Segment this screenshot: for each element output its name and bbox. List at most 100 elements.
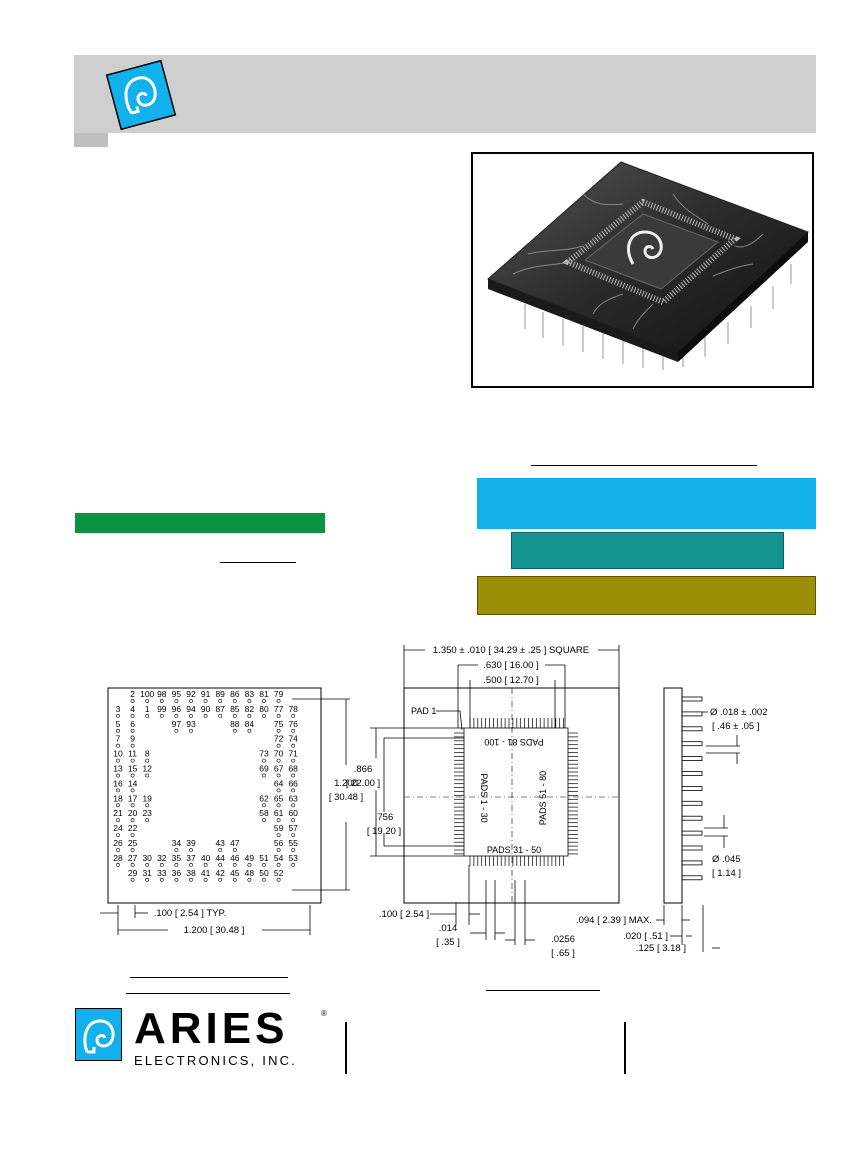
dim-014: .014	[439, 923, 458, 934]
side-pin	[681, 741, 703, 747]
pin-label: 87	[215, 704, 225, 714]
pin-label: 47	[230, 838, 240, 848]
dim-866: .866	[354, 764, 373, 775]
socket-photo-image	[487, 161, 809, 370]
pin-label: 53	[288, 853, 298, 863]
teal-banner	[511, 532, 784, 569]
pin-hole	[145, 773, 150, 778]
pin-hole	[291, 788, 296, 793]
pin-label: 63	[288, 793, 298, 803]
pin-label: 78	[288, 704, 298, 714]
pin-label: 92	[186, 689, 196, 699]
footer-divider-left	[345, 1022, 347, 1074]
pin-hole	[116, 728, 120, 733]
aries-logo-icon	[105, 59, 177, 131]
product-photo	[471, 152, 814, 388]
height-dim: 1.200	[334, 778, 358, 789]
pin-label: 11	[128, 749, 137, 759]
pin-label: 40	[201, 853, 211, 863]
short-underline	[220, 562, 296, 563]
pad1-label: PAD 1	[411, 706, 436, 716]
pin-hole	[116, 788, 120, 793]
pin-hole	[276, 788, 281, 793]
pin-label: 20	[128, 808, 138, 818]
pin-label: 39	[186, 838, 196, 848]
pin-hole	[232, 877, 237, 882]
side-pin	[681, 830, 703, 836]
pin-hole	[276, 773, 281, 778]
side-pin	[681, 786, 703, 791]
pin-hole	[130, 833, 135, 838]
pin-hole	[291, 833, 296, 838]
pin-label: 5	[116, 719, 121, 729]
pin-hole	[174, 848, 179, 852]
pin-label: 76	[288, 719, 298, 729]
pin-label: 77	[274, 704, 284, 714]
pads-31-label: PADS 31 - 50	[487, 845, 541, 855]
pin-hole	[116, 803, 120, 808]
pin-hole	[145, 803, 150, 808]
pin-hole	[276, 743, 281, 748]
pin-label: 27	[128, 853, 138, 863]
pin-label: 25	[128, 838, 138, 848]
pin-label: 99	[157, 704, 167, 714]
pin-hole	[262, 714, 266, 718]
pin-label: 41	[201, 868, 211, 878]
footer-logo-icon	[75, 1008, 122, 1061]
pin-label: 64	[274, 778, 284, 788]
pin-hole	[130, 714, 135, 718]
pin-label: 71	[288, 749, 298, 759]
side-pin	[681, 800, 703, 806]
side-pin	[681, 756, 703, 761]
pin-hole	[130, 758, 135, 763]
pin-hole	[130, 773, 135, 778]
pin-hole	[276, 728, 281, 733]
pin-label: 7	[116, 734, 121, 744]
pin-label: 26	[113, 838, 123, 848]
pin-hole	[174, 714, 179, 718]
pin-label: 36	[172, 868, 182, 878]
dim-094: .094 [ 2.39 ] MAX.	[576, 915, 652, 926]
height-dim-mm: [ 30.48 ]	[329, 792, 363, 803]
pin-hole	[247, 863, 252, 867]
pin-hole	[262, 758, 266, 763]
footer-rule-2	[126, 993, 290, 994]
pin-label: 54	[274, 853, 284, 863]
pin-label: 89	[215, 689, 225, 699]
brand-name: ARIES	[134, 1004, 289, 1053]
pin-label: 95	[172, 689, 182, 699]
pin-label: 66	[288, 778, 298, 788]
pin-hole	[116, 758, 120, 763]
pin-label: 61	[274, 808, 284, 818]
pin-hole	[159, 714, 164, 718]
pin-hole	[276, 714, 281, 718]
pin-hole	[116, 773, 120, 778]
pin-label: 23	[142, 808, 152, 818]
side-pins	[681, 696, 703, 881]
dim-020: .020 [ .51 ]	[623, 931, 668, 942]
pin-hole	[276, 758, 281, 763]
dim-756: .756	[375, 812, 394, 823]
pin-label: 57	[288, 823, 298, 833]
pin-label: 33	[157, 868, 167, 878]
green-section-bar	[75, 513, 325, 533]
pin-hole	[276, 863, 281, 867]
pin-label: 18	[113, 793, 123, 803]
pin-label: 37	[186, 853, 196, 863]
pin-label: 97	[172, 719, 182, 729]
pin-label: 32	[157, 853, 167, 863]
pin-hole	[189, 714, 193, 718]
pin-hole	[189, 877, 193, 882]
pin-label: 46	[230, 853, 240, 863]
olive-banner	[477, 576, 816, 615]
side-pin	[681, 845, 703, 851]
pin-hole	[291, 728, 296, 733]
pin-hole	[116, 863, 120, 867]
pin-hole	[203, 714, 208, 718]
pin-label: 79	[274, 689, 284, 699]
pin-hole	[291, 818, 296, 823]
pin-label: 75	[274, 719, 284, 729]
pin-label: 81	[259, 689, 269, 699]
pin-label: 43	[215, 838, 225, 848]
pin-label: 88	[230, 719, 240, 729]
